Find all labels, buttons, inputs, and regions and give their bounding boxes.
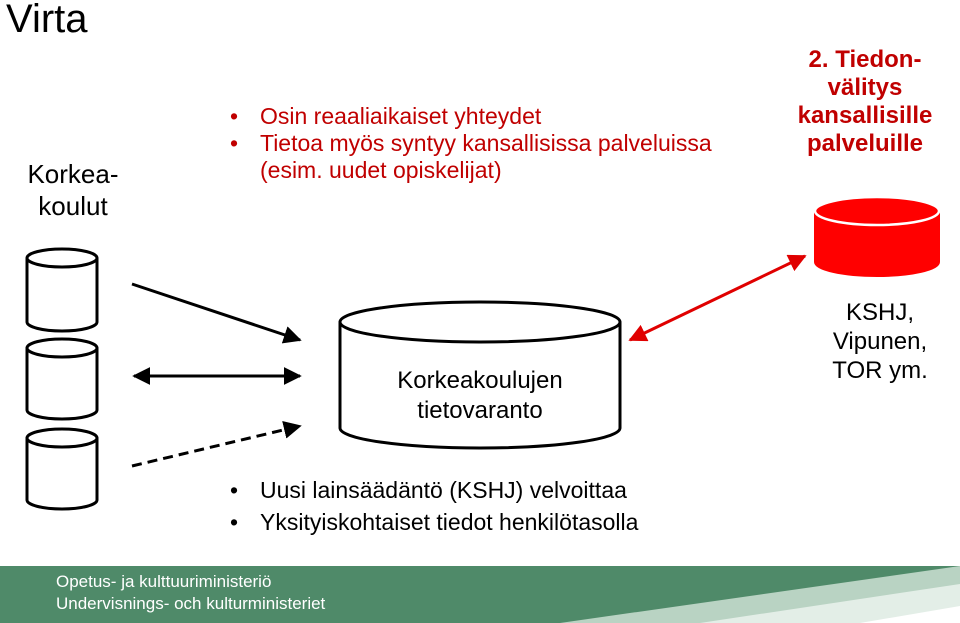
red-two-way-arrow [628, 254, 807, 342]
central-database-label: Korkeakoulujen tietovaranto [340, 366, 620, 426]
school-database-icon [25, 427, 99, 511]
top-bullet-item: Osin reaaliaikaiset yhteydet [224, 103, 744, 130]
right-heading-line: palveluille [806, 130, 924, 157]
diagram [25, 195, 941, 511]
bottom-bullet-list: Uusi lainsäädäntö (KSHJ) velvoittaa Yksi… [224, 474, 844, 538]
national-services-caption-line: KSHJ, [845, 299, 914, 326]
dashed-arrow [131, 420, 302, 468]
footer-ministry-finnish: Opetus- ja kulttuuriministeriö [56, 572, 272, 591]
footer-ministry-swedish: Undervisnings- och kulturministeriet [56, 594, 326, 613]
bottom-bullet-item: Uusi lainsäädäntö (KSHJ) velvoittaa [224, 474, 844, 506]
right-heading-line: 2. Tiedon- [808, 46, 922, 73]
top-bullet-list: Osin reaaliaikaiset yhteydet Tietoa myös… [224, 103, 744, 184]
central-database-label-line: tietovaranto [417, 397, 543, 424]
national-database-icon [813, 195, 941, 277]
left-label-line: Korkea- [27, 159, 119, 189]
central-database-icon [338, 300, 622, 450]
right-heading-line: välitys [827, 74, 903, 101]
top-bullet-item: Tietoa myös syntyy kansallisissa palvelu… [224, 130, 744, 184]
left-label-line: koulut [38, 191, 108, 221]
national-services-caption-line: TOR ym. [832, 357, 928, 384]
right-heading-line: kansallisille [797, 102, 933, 129]
bottom-bullet-item: Yksityiskohtaiset tiedot henkilötasolla [224, 506, 844, 538]
national-services-caption-line: Vipunen, [832, 328, 928, 355]
footer-band [0, 566, 960, 623]
school-database-icon [25, 247, 99, 333]
school-database-icon [25, 337, 99, 421]
central-database-label-line: Korkeakoulujen [397, 367, 563, 394]
right-heading: 2. Tiedon- välitys kansallisille palvelu… [770, 46, 960, 158]
left-label: Korkea- koulut [18, 158, 128, 222]
national-services-caption: KSHJ, Vipunen, TOR ym. [800, 298, 960, 385]
page-title: Virta [6, 0, 88, 41]
one-way-arrow [131, 282, 302, 344]
